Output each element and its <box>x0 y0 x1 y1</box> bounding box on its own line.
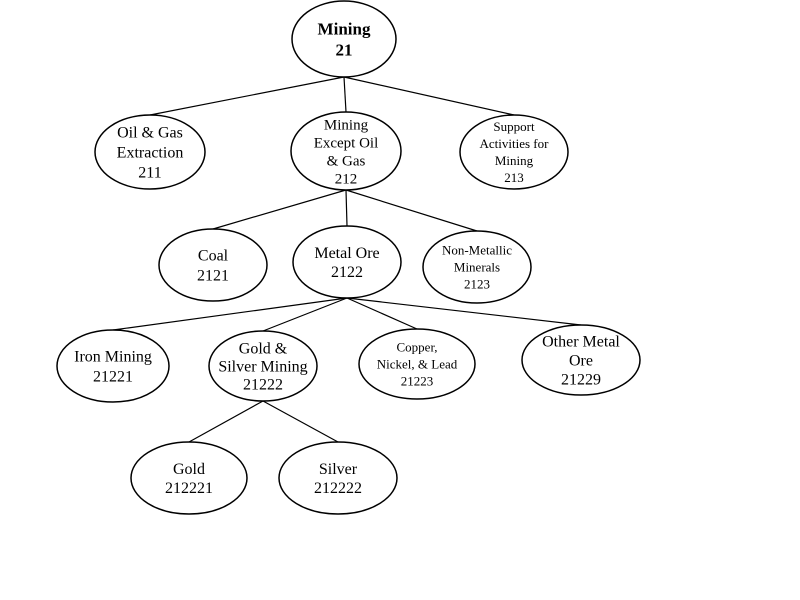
node-label-line: Coal <box>198 248 229 265</box>
node-label-line: 212 <box>335 171 358 187</box>
node-label-line: 21221 <box>93 369 133 386</box>
edge-n2122-n21229 <box>346 297 582 326</box>
edge-n21222-n212222 <box>262 400 339 443</box>
node-label-line: Activities for <box>480 136 550 151</box>
node-ellipse <box>521 324 641 396</box>
node-label-line: Non-Metallic <box>442 243 512 258</box>
node-label-line: Silver <box>319 461 358 478</box>
node-label-line: 2122 <box>331 264 363 281</box>
node-label-line: 213 <box>504 170 524 185</box>
node-copper-nickel-lead: Copper, Nickel, & Lead 21223 <box>358 328 476 400</box>
node-label-line: 21223 <box>401 374 434 389</box>
edge-n2122-n21222 <box>262 297 348 332</box>
node-label-line: Extraction <box>117 145 184 162</box>
node-label-line: 21222 <box>243 377 283 394</box>
node-label-line: & Gas <box>327 153 366 169</box>
node-label-line: Support <box>493 119 535 134</box>
edge-n212-n2122 <box>345 189 348 227</box>
edge-n21222-n212221 <box>188 400 264 443</box>
node-ellipse <box>56 329 170 403</box>
node-label-line: 21229 <box>561 372 601 389</box>
node-label-line: Gold <box>173 461 205 478</box>
node-mining: Mining 21 <box>291 0 397 78</box>
node-label-line: Mining <box>318 19 371 38</box>
edge-n21-n211 <box>149 76 345 116</box>
node-silver: Silver 212222 <box>278 441 398 515</box>
node-label-line: 211 <box>138 165 161 182</box>
node-ellipse <box>358 328 476 400</box>
node-label-line: Ore <box>569 353 593 370</box>
node-label-line: Mining <box>495 153 534 168</box>
node-ellipse <box>292 225 402 299</box>
edge-n2122-n21223 <box>346 297 418 330</box>
node-label-line: Gold & <box>239 341 288 358</box>
node-label-line: Iron Mining <box>74 349 152 366</box>
edge-n21-n212 <box>343 76 347 113</box>
node-label-line: Copper, <box>397 340 438 355</box>
edges <box>112 76 582 443</box>
node-label-line: 2121 <box>197 268 229 285</box>
node-ellipse <box>291 0 397 78</box>
node-ellipse <box>94 114 206 190</box>
node-ellipse <box>290 111 402 191</box>
node-label-line: 212221 <box>165 480 213 497</box>
node-ellipse <box>208 330 318 402</box>
edge-n21-n213 <box>343 76 515 116</box>
node-ellipse <box>422 230 532 304</box>
node-ellipse <box>459 114 569 190</box>
node-label-line: Silver Mining <box>218 359 307 376</box>
node-label-line: Mining <box>324 117 369 133</box>
edge-n212-n2121 <box>212 189 347 230</box>
node-metal-ore: Metal Ore 2122 <box>292 225 402 299</box>
node-label-line: 212222 <box>314 480 362 497</box>
node-label-line: 21 <box>336 40 353 59</box>
node-label-line: Metal Ore <box>314 245 379 262</box>
node-label-line: 2123 <box>464 277 490 292</box>
node-label-line: Minerals <box>454 260 500 275</box>
edge-n2122-n21221 <box>112 297 348 331</box>
node-label-line: Nickel, & Lead <box>377 357 458 372</box>
node-ellipse <box>278 441 398 515</box>
node-iron-mining: Iron Mining 21221 <box>56 329 170 403</box>
node-label-line: Other Metal <box>542 334 620 351</box>
node-ellipse <box>130 441 248 515</box>
node-label-line: Except Oil <box>314 135 379 151</box>
node-ellipse <box>158 228 268 302</box>
node-gold: Gold 212221 <box>130 441 248 515</box>
edge-n212-n2123 <box>345 189 478 232</box>
node-label-line: Oil & Gas <box>117 125 183 142</box>
node-coal: Coal 2121 <box>158 228 268 302</box>
